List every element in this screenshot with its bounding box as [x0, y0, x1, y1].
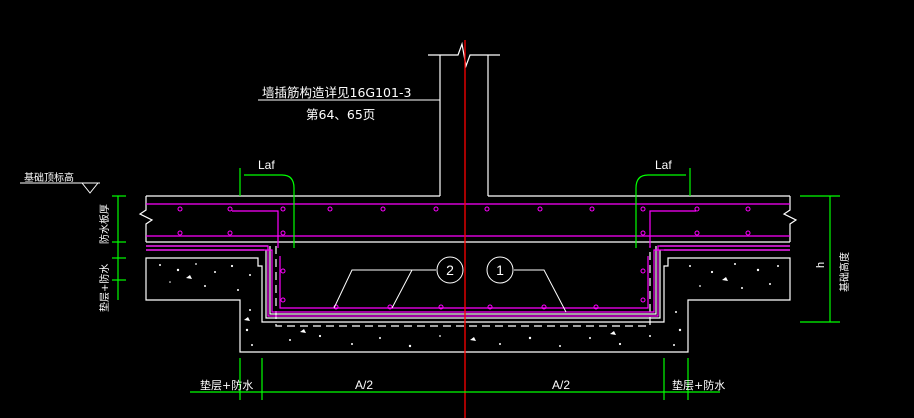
foundation-height-label: 基础高度 [838, 252, 851, 292]
laf-left-label: Laf [258, 158, 275, 172]
dim-half-right: A/2 [552, 378, 570, 392]
pit-outer-outline [145, 257, 791, 353]
pit-rebar-inner [146, 249, 790, 313]
laf-left-hook [244, 174, 295, 248]
pit-dashed-layer [275, 246, 651, 327]
pit-inner-line-1 [265, 250, 661, 319]
callout-1-circle [486, 256, 514, 284]
pit-rebar-u-inner [279, 256, 649, 309]
note-line-2: 第64、65页 [306, 107, 375, 122]
dim-cushion-left: 垫层+防水 [200, 378, 253, 392]
wall-top-break [428, 41, 500, 69]
callout-1-number: 1 [496, 262, 504, 278]
right-anchor-rebar [649, 210, 696, 248]
callout-2-leader-a [333, 269, 436, 309]
concrete-outline [138, 41, 798, 353]
slab-right-break [782, 196, 798, 242]
note-line-1: 墙插筋构造详见16G101-3 [262, 85, 411, 100]
laf-right-hook [635, 174, 686, 248]
dim-cushion-right: 垫层+防水 [672, 378, 725, 392]
callout-1-leader [514, 269, 567, 313]
pit-inner-line-2 [269, 246, 657, 315]
laf-right-label: Laf [655, 158, 672, 172]
pit-rebar-outer [146, 245, 790, 317]
callout-2-circle [436, 256, 464, 284]
laf-hooks [112, 168, 840, 400]
callout-2-number: 2 [446, 262, 454, 278]
left-anchor-rebar [232, 210, 279, 248]
concrete-hatch [159, 263, 779, 348]
level-marker [20, 182, 100, 194]
rebar-dots [177, 206, 751, 310]
slab-left-break [138, 196, 154, 242]
foundation-top-label: 基础顶标高 [24, 171, 74, 184]
waterproof-slab-label: 防水板厚 [98, 204, 111, 244]
cushion-label-left: 垫层+防水 [98, 264, 111, 312]
leaders [258, 99, 567, 313]
dim-half-left: A/2 [355, 378, 373, 392]
rebar-layer [146, 203, 790, 317]
height-symbol: h [815, 262, 827, 268]
callout-2-leader-b [391, 269, 436, 309]
